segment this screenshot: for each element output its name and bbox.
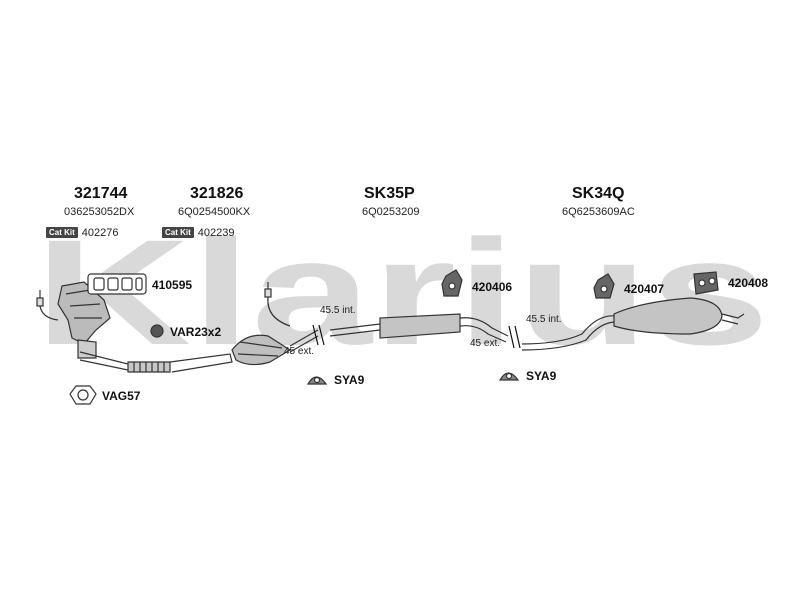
flex-pipe-icon[interactable] (79, 351, 233, 373)
gasket-label[interactable]: 410595 (152, 278, 193, 292)
oem-number: 036253052DX (64, 206, 135, 218)
oem-number: 6Q6253609AC (562, 206, 635, 218)
oem-number: 6Q0253209 (362, 206, 420, 218)
lambda-sensor-icon[interactable] (36, 290, 59, 321)
cat-kit-badge: Cat Kit (46, 227, 78, 239)
manifold-gasket-icon[interactable] (87, 273, 147, 295)
dimension-int: 45.5 int. (526, 314, 562, 325)
hanger-420406-icon[interactable] (441, 269, 463, 297)
part-number-321744[interactable]: 321744 (74, 185, 128, 202)
hanger-label[interactable]: 420408 (728, 276, 769, 290)
hanger-label[interactable]: 420406 (472, 280, 513, 294)
lambda-sensor-icon[interactable] (264, 282, 291, 327)
oem-number: 6Q0254500KX (178, 206, 251, 218)
watermark-text: Klarius (35, 226, 770, 366)
var-label[interactable]: VAR23x2 (170, 325, 222, 339)
rear-silencer-icon[interactable] (521, 297, 745, 351)
cat-kit-badge: Cat Kit (162, 227, 194, 239)
vag-label[interactable]: VAG57 (102, 389, 141, 403)
vag-gasket-icon[interactable] (69, 385, 97, 405)
sya-label[interactable]: SYA9 (334, 373, 365, 387)
hanger-420408-icon[interactable] (693, 271, 719, 295)
sya-hanger-icon[interactable] (498, 372, 520, 381)
part-number-321826[interactable]: 321826 (190, 185, 244, 202)
part-number-sk35p[interactable]: SK35P (364, 185, 415, 202)
dimension-int: 45.5 int. (320, 305, 356, 316)
exhaust-manifold-icon[interactable] (57, 281, 111, 359)
var-ring-icon[interactable] (150, 324, 164, 338)
hanger-420407-icon[interactable] (593, 273, 615, 299)
sya-hanger-icon[interactable] (306, 376, 328, 385)
centre-silencer-icon[interactable] (329, 313, 509, 343)
klarius-watermark: Klarius (35, 226, 770, 366)
catalyst-icon[interactable] (231, 329, 319, 366)
dimension-ext: 45 ext. (284, 346, 315, 357)
dimension-ext: 45 ext. (470, 338, 501, 349)
part-number-sk34q[interactable]: SK34Q (572, 185, 625, 202)
hanger-label[interactable]: 420407 (624, 282, 665, 296)
sya-label[interactable]: SYA9 (526, 369, 557, 383)
cat-kit-ref[interactable]: 402276 (81, 226, 119, 239)
cat-kit-ref[interactable]: 402239 (197, 226, 235, 239)
